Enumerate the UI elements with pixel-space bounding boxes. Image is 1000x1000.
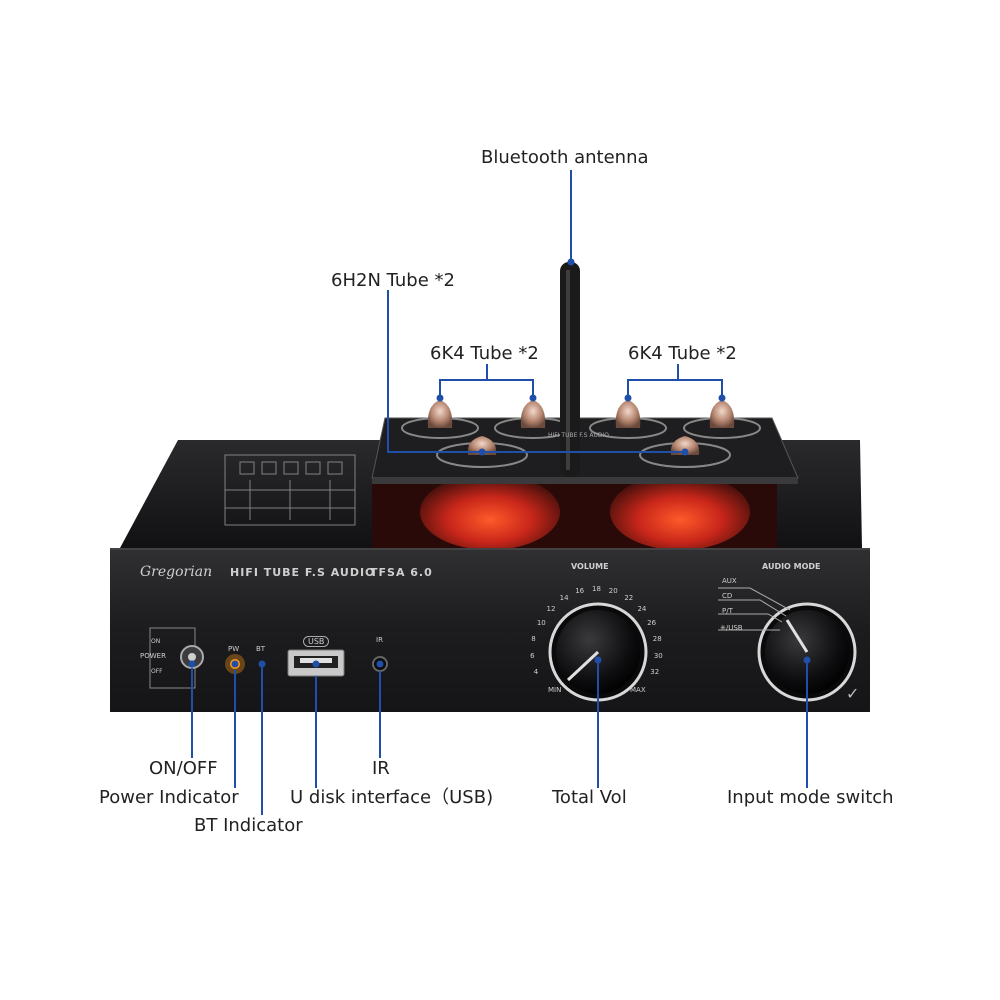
- volume-scale-tick-label: 18: [592, 585, 601, 593]
- callout-on-off: ON/OFF: [149, 758, 218, 779]
- volume-scale-tick-label: 26: [647, 618, 657, 627]
- brand-logo: Gregorian: [140, 564, 213, 580]
- model-line: HIFI TUBE F.S AUDIO: [230, 566, 376, 579]
- corner-logo-icon: ✓: [846, 684, 860, 703]
- volume-scale-tick-label: 10: [536, 618, 546, 627]
- power-on-label: ON: [151, 638, 161, 645]
- volume-scale-tick-label: 32: [650, 668, 660, 677]
- volume-scale-tick-label: 8: [531, 634, 536, 643]
- callout-usb-interface: U disk interface（USB): [290, 787, 494, 808]
- audio-mode-label: AUDIO MODE: [762, 562, 821, 571]
- tube-6k4-group: [427, 400, 735, 428]
- callout-input-mode-switch: Input mode switch: [727, 787, 894, 808]
- model-code: TFSA 6.0: [370, 566, 433, 579]
- mode-connectors: [718, 587, 791, 631]
- tube-glow-right: [610, 474, 750, 550]
- ir-label: IR: [376, 636, 383, 644]
- bt-label: BT: [256, 645, 266, 653]
- volume-label: VOLUME: [571, 562, 609, 571]
- usb-label: USB: [303, 636, 330, 647]
- leader-lines: [191, 170, 808, 815]
- tube-6h2n-group: [467, 436, 700, 455]
- power-label: POWER: [140, 652, 166, 660]
- callout-total-vol: Total Vol: [552, 787, 627, 808]
- volume-scale-tick-label: 12: [546, 604, 556, 613]
- callout-ir: IR: [372, 758, 390, 779]
- pw-label: PW: [228, 645, 240, 653]
- audio-mode-usb: ✳/USB: [720, 624, 743, 632]
- callout-6k4-tube-right: 6K4 Tube *2: [628, 343, 737, 364]
- top-schematic: [224, 454, 356, 526]
- volume-scale-tick-label: 6: [530, 651, 535, 660]
- volume-scale-tick-label: 16: [575, 587, 585, 596]
- volume-scale-tick-label: 24: [637, 604, 647, 613]
- volume-scale-tick-label: 4: [533, 668, 539, 677]
- volume-scale-tick-label: 22: [624, 594, 634, 603]
- volume-scale-tick-label: 14: [559, 594, 569, 603]
- callout-power-indicator: Power Indicator: [99, 787, 239, 808]
- audio-mode-cd: CD: [722, 592, 733, 600]
- power-off-label: OFF: [151, 668, 163, 675]
- volume-scale-tick-label: 30: [653, 651, 663, 660]
- tube-glow-left: [420, 474, 560, 550]
- volume-min-label: MIN: [548, 686, 562, 694]
- audio-mode-aux: AUX: [722, 577, 737, 585]
- callout-6h2n-tube: 6H2N Tube *2: [331, 270, 455, 291]
- callout-bluetooth-antenna: Bluetooth antenna: [481, 147, 649, 168]
- volume-scale-tick-label: 28: [652, 634, 662, 643]
- volume-max-label: MAX: [630, 686, 646, 694]
- volume-scale-tick-label: 20: [608, 587, 618, 596]
- top-plate-text: HIFI TUBE F.S AUDIO: [548, 432, 609, 439]
- callout-6k4-tube-left: 6K4 Tube *2: [430, 343, 539, 364]
- leader-dots: [188, 258, 811, 668]
- audio-mode-pt: P/T: [722, 607, 733, 615]
- callout-bt-indicator: BT Indicator: [194, 815, 303, 836]
